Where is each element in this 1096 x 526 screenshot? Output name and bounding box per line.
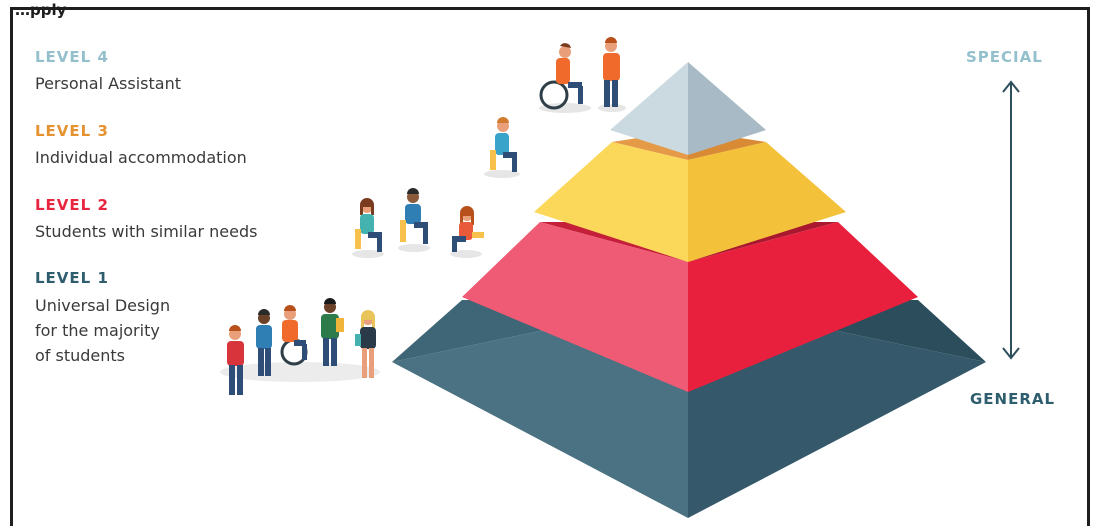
- people-group-level-2: [352, 188, 484, 258]
- pyramid-level-2: [462, 222, 918, 392]
- standing-person-icon: [598, 37, 626, 112]
- standing-person-icon: [321, 298, 344, 366]
- seated-person-icon: [398, 188, 430, 252]
- level-4-description: Personal Assistant: [35, 74, 181, 93]
- standing-person-icon: [256, 309, 272, 376]
- seated-person-icon: [450, 206, 484, 258]
- level-3-description: Individual accommodation: [35, 148, 247, 167]
- general-label: GENERAL: [970, 390, 1056, 408]
- clipped-header-text: …pply: [15, 1, 67, 19]
- people-group-level-4: [539, 37, 626, 113]
- wheelchair-person-icon: [280, 305, 308, 366]
- seated-person-icon: [490, 117, 517, 172]
- pyramid-level-4: [610, 62, 766, 155]
- level-1-description-line-1: Universal Design: [35, 296, 171, 315]
- level-1-heading: LEVEL 1: [35, 269, 109, 287]
- wheelchair-person-icon: [539, 43, 583, 110]
- level-1-description: Universal Design for the majority of stu…: [35, 293, 170, 368]
- standing-person-icon: [355, 310, 376, 378]
- level-1-description-line-3: of students: [35, 346, 126, 365]
- people-group-level-1: [220, 298, 380, 395]
- people-group-level-3: [484, 117, 520, 178]
- level-2-heading: LEVEL 2: [35, 196, 109, 214]
- special-label: SPECIAL: [966, 48, 1043, 66]
- level-3-heading: LEVEL 3: [35, 122, 109, 140]
- level-4-heading: LEVEL 4: [35, 48, 109, 66]
- seated-person-icon: [352, 198, 384, 258]
- level-2-description: Students with similar needs: [35, 222, 258, 241]
- level-1-description-line-2: for the majority: [35, 321, 160, 340]
- double-headed-arrow-icon: [1002, 80, 1020, 360]
- standing-person-icon: [227, 325, 244, 395]
